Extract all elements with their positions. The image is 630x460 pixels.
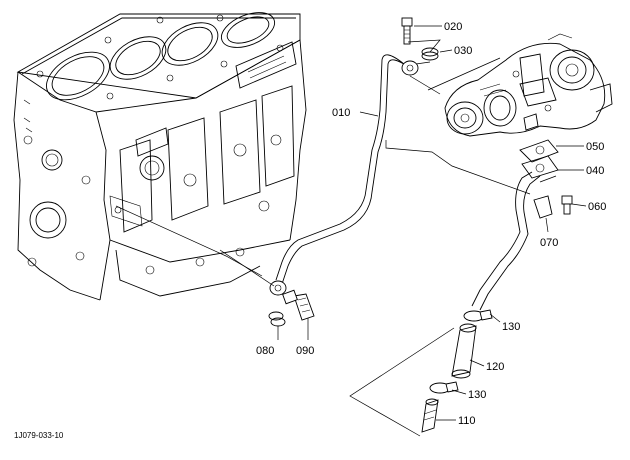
turbocharger-drawing [444,33,613,137]
label-050: 050 [586,141,604,153]
label-080: 080 [256,345,274,357]
engine-block-drawing [13,12,307,301]
banjo-bolt-020-drawing [401,17,413,45]
callout-leaders [277,25,587,421]
label-120: 120 [486,361,504,373]
label-010: 010 [332,107,350,119]
part-labels: 020 030 010 050 040 060 070 080 090 130 … [256,21,606,427]
figure-code: 1J079-033-10 [14,431,64,440]
label-020: 020 [444,21,462,33]
banjo-bolt-090-drawing [282,289,315,321]
label-040: 040 [586,165,604,177]
assembly-lines [115,39,557,437]
bolt-060-drawing [561,195,573,215]
return-pipe-070-drawing [471,171,553,311]
clamp-130-upper-drawing [463,309,493,322]
label-060: 060 [588,201,606,213]
clamp-130-lower-drawing [429,381,459,394]
gasket-050-drawing [519,139,559,163]
label-130-lower: 130 [468,389,486,401]
label-070: 070 [540,237,558,249]
gasket-030-drawing [421,47,439,61]
label-090: 090 [296,345,314,357]
pipe-110-drawing [421,398,439,433]
oil-pipe-010-drawing [269,54,419,296]
gasket-080-drawing [268,311,286,327]
hose-120-drawing [451,323,477,379]
label-030: 030 [454,45,472,57]
label-110: 110 [458,415,476,427]
label-130-upper: 130 [502,321,520,333]
